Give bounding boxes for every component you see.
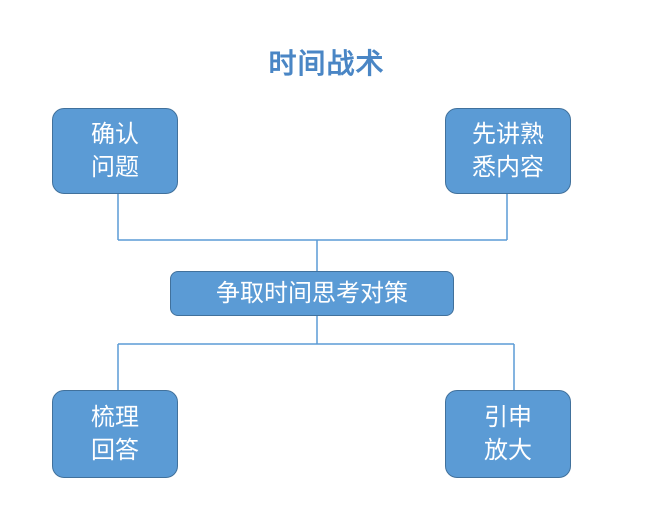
- diagram-title: 时间战术: [268, 47, 385, 80]
- node-confirm-question: 确认 问题: [52, 108, 178, 194]
- node-extend-amplify-label: 引申 放大: [484, 403, 532, 464]
- node-organize-answer: 梳理 回答: [52, 390, 178, 478]
- node-familiar-content-label: 先讲熟 悉内容: [472, 120, 544, 181]
- node-organize-answer-label: 梳理 回答: [91, 403, 139, 464]
- node-gain-time-label: 争取时间思考对策: [216, 279, 408, 307]
- node-extend-amplify: 引申 放大: [445, 390, 571, 478]
- node-gain-time: 争取时间思考对策: [170, 271, 454, 316]
- node-familiar-content: 先讲熟 悉内容: [445, 108, 571, 194]
- node-confirm-question-label: 确认 问题: [91, 120, 139, 181]
